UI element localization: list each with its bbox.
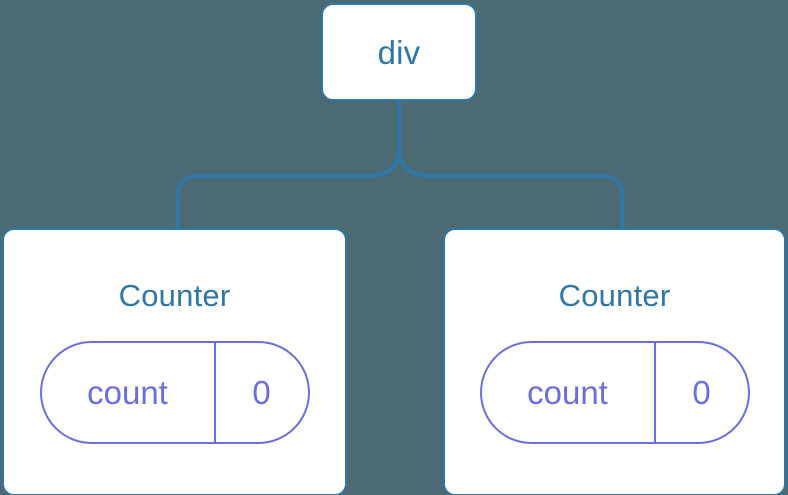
connector-branch-right	[397, 148, 624, 230]
state-pill-0[interactable]: count 0	[39, 341, 310, 444]
state-pill-0-key: count	[42, 343, 216, 442]
node-counter-0[interactable]: Counter count 0	[2, 228, 347, 495]
connector-branch-left	[176, 148, 401, 230]
state-pill-0-value: 0	[252, 374, 271, 411]
root-node-label: div	[377, 33, 421, 71]
node-counter-1[interactable]: Counter count 0	[443, 228, 786, 495]
state-pill-1-key: count	[482, 343, 656, 442]
node-counter-0-title: Counter	[118, 278, 231, 313]
node-counter-1-title: Counter	[558, 278, 671, 313]
state-pill-1-value: 0	[692, 374, 711, 411]
node-root-div[interactable]: div	[321, 3, 477, 101]
state-pill-1[interactable]: count 0	[479, 341, 750, 444]
